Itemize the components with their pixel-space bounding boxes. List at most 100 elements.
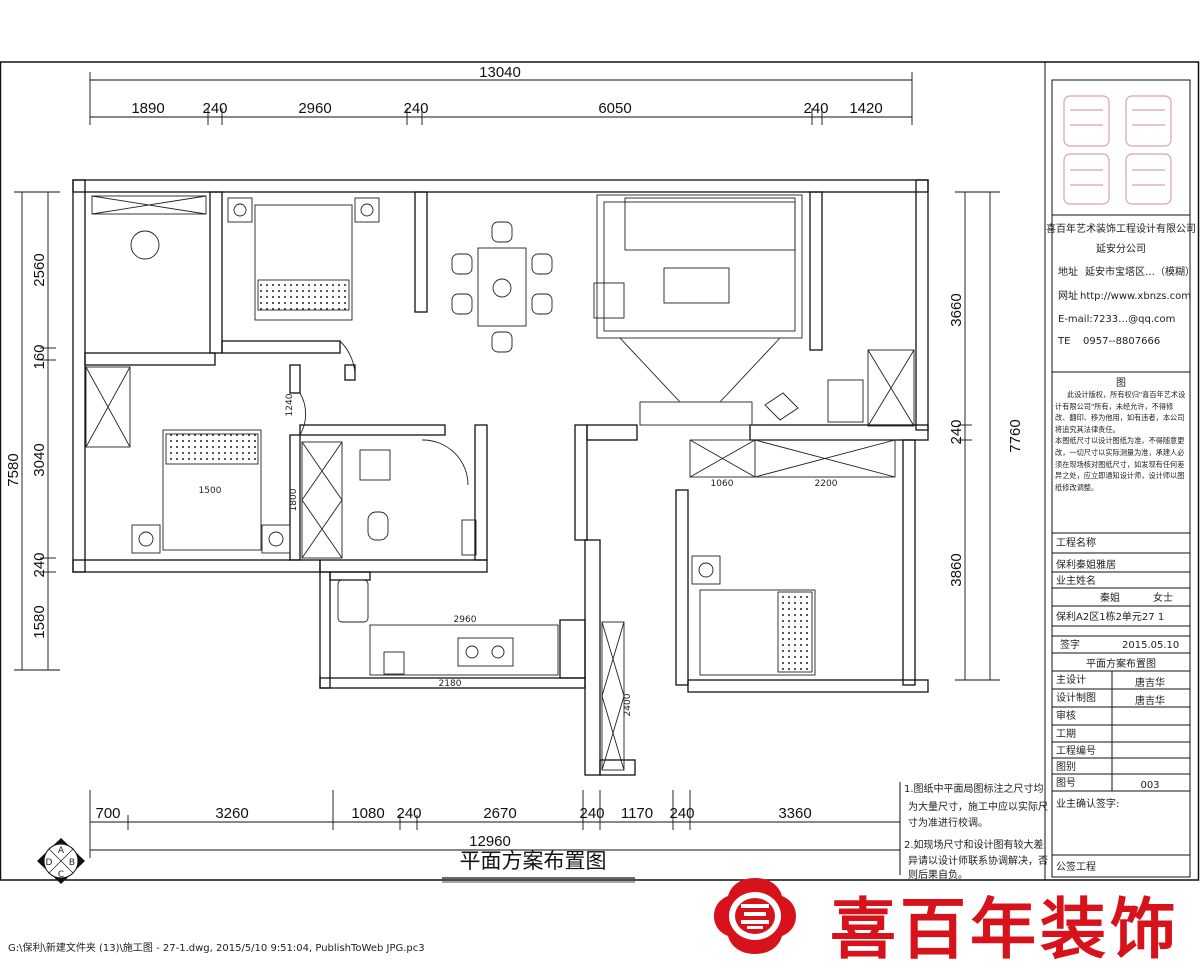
dim-left: 2560 — [31, 253, 48, 286]
drawing-title: 平面方案布置图 — [460, 849, 607, 873]
email: E-mail:7233…@qq.com — [1058, 314, 1175, 325]
svg-text:003: 003 — [1140, 780, 1159, 791]
dim-top: 240 — [803, 100, 828, 117]
dim-right: 240 — [948, 419, 965, 444]
dim-inner: 2180 — [439, 679, 462, 689]
svg-text:唐吉华: 唐吉华 — [1135, 694, 1165, 707]
walls — [72, 179, 929, 776]
svg-text:2.如现场尺寸和设计图有较大差: 2.如现场尺寸和设计图有较大差 — [904, 838, 1044, 851]
dim-top: 1890 — [131, 100, 164, 117]
copyright-notice: 此设计版权，所有权归"喜百年艺术设计有限公司"所有，未经允许，不得修改、翻印、移… — [1055, 390, 1186, 492]
dim-bottom: 3360 — [778, 805, 811, 822]
dim-inner: 1800 — [289, 488, 299, 511]
svg-text:审核: 审核 — [1056, 709, 1076, 722]
dim-right: 3860 — [948, 553, 965, 586]
brand-logo-icon — [714, 878, 796, 954]
corridor-cabinet — [601, 621, 625, 771]
dim-top: 6050 — [598, 100, 631, 117]
address-label: 地址 — [1058, 265, 1078, 278]
tel: 0957--8807666 — [1083, 336, 1160, 347]
web: http://www.xbnzs.com — [1080, 291, 1191, 302]
svg-text:则后果自负。: 则后果自负。 — [908, 868, 968, 881]
owner-gender: 女士 — [1153, 591, 1173, 604]
dim-inner: 2960 — [454, 615, 477, 625]
dim-top: 1420 — [849, 100, 882, 117]
right-bedroom-furniture — [691, 555, 816, 676]
dim-top: 240 — [202, 100, 227, 117]
balcony-cabinet — [827, 349, 915, 427]
svg-text:1.图纸中平面局图标注之尺寸均: 1.图纸中平面局图标注之尺寸均 — [904, 782, 1044, 795]
client-confirm-label: 业主确认签字: — [1056, 797, 1119, 810]
owner-label: 业主姓名 — [1056, 574, 1096, 587]
company-logo-seal — [1063, 95, 1172, 205]
project-name: 保利秦姐雅居 — [1056, 558, 1116, 571]
dim-top: 2960 — [298, 100, 331, 117]
brand-name: 喜百年装饰 — [830, 890, 1180, 968]
svg-text:图号: 图号 — [1056, 777, 1076, 789]
notice-title: 图 — [1116, 377, 1126, 389]
dim-bottom: 2670 — [483, 805, 516, 822]
living-room-furniture — [593, 194, 803, 426]
dim-bottom: 240 — [669, 805, 694, 822]
svg-text:B: B — [69, 858, 75, 868]
date-label: 签字 — [1060, 638, 1080, 651]
dim-bottom: 240 — [579, 805, 604, 822]
construction-notes: 1.图纸中平面局图标注之尺寸均 为大量尺寸，施工中应以实际尺 寸为准进行校调。 … — [899, 782, 1048, 881]
top-dimensions — [89, 72, 913, 125]
bathroom-fixtures — [359, 439, 477, 556]
svg-text:设计制图: 设计制图 — [1056, 691, 1096, 704]
dim-bottom-total: 12960 — [469, 833, 511, 850]
web-label: 网址 — [1058, 289, 1078, 302]
kitchen-fixtures — [337, 579, 559, 676]
dim-inner: 2200 — [815, 479, 838, 489]
dim-inner: 2400 — [623, 693, 633, 716]
dim-left: 240 — [31, 552, 48, 577]
svg-text:A: A — [58, 846, 65, 856]
dim-inner: 1060 — [711, 479, 734, 489]
left-dimensions — [14, 191, 60, 671]
svg-text:异请以设计师联系协调解决，否: 异请以设计师联系协调解决，否 — [908, 854, 1048, 867]
company-name: 喜百年艺术装饰工程设计有限公司 — [1046, 222, 1196, 235]
dim-bottom: 1170 — [621, 805, 653, 822]
svg-text:工期: 工期 — [1056, 728, 1076, 740]
dim-right: 3660 — [948, 293, 965, 326]
compass-symbol: A B C D — [37, 838, 85, 884]
dim-top: 240 — [403, 100, 428, 117]
dim-top-total: 13040 — [479, 64, 521, 81]
project-location: 保利A2区1栋2单元27 1 — [1056, 610, 1164, 623]
svg-text:为大量尺寸，施工中应以实际尺: 为大量尺寸，施工中应以实际尺 — [908, 800, 1048, 813]
dining-table — [451, 221, 553, 353]
svg-text:寸为准进行校调。: 寸为准进行校调。 — [908, 816, 988, 829]
sheet-border — [0, 61, 1200, 881]
date-value: 2015.05.10 — [1122, 640, 1179, 651]
sheet-title: 平面方案布置图 — [1086, 657, 1156, 670]
dim-bottom: 1080 — [351, 805, 384, 822]
dim-inner: 1240 — [285, 393, 295, 416]
owner-name: 秦姐 — [1100, 591, 1120, 604]
master-bedroom-furniture — [85, 366, 343, 559]
tel-label: TE — [1057, 336, 1070, 347]
title-block-rows: 主设计 唐吉华 设计制图 唐吉华 审核 工期 工程编号 图别 图号 003 — [1052, 673, 1190, 791]
dim-bottom: 3260 — [215, 805, 248, 822]
svg-text:唐吉华: 唐吉华 — [1135, 676, 1165, 689]
dim-left-total: 7580 — [5, 453, 22, 486]
title-block: 喜百年艺术装饰工程设计有限公司 延安分公司 地址 延安市宝塔区…（模糊） 网址 … — [1046, 79, 1196, 878]
right-dimensions — [955, 191, 1000, 681]
dim-bottom: 240 — [396, 805, 421, 822]
svg-text:主设计: 主设计 — [1056, 673, 1086, 686]
wardrobe-right-bedroom — [689, 439, 896, 478]
door-swings — [299, 340, 356, 436]
company-stamp-label: 公签工程 — [1056, 860, 1096, 873]
svg-text:图别: 图别 — [1056, 761, 1076, 773]
dim-left: 160 — [31, 344, 48, 369]
project-label: 工程名称 — [1056, 536, 1096, 549]
bedroom-2-furniture — [227, 197, 380, 321]
file-path-footer: G:\保利\新建文件夹 (13)\施工图 - 27-1.dwg, 2015/5/… — [8, 943, 425, 954]
svg-text:C: C — [58, 870, 64, 880]
svg-text:D: D — [46, 858, 53, 868]
branch-name: 延安分公司 — [1096, 242, 1146, 255]
address: 延安市宝塔区…（模糊） — [1085, 265, 1195, 278]
dim-right-total: 7760 — [1007, 419, 1024, 452]
svg-text:工程编号: 工程编号 — [1056, 744, 1096, 757]
